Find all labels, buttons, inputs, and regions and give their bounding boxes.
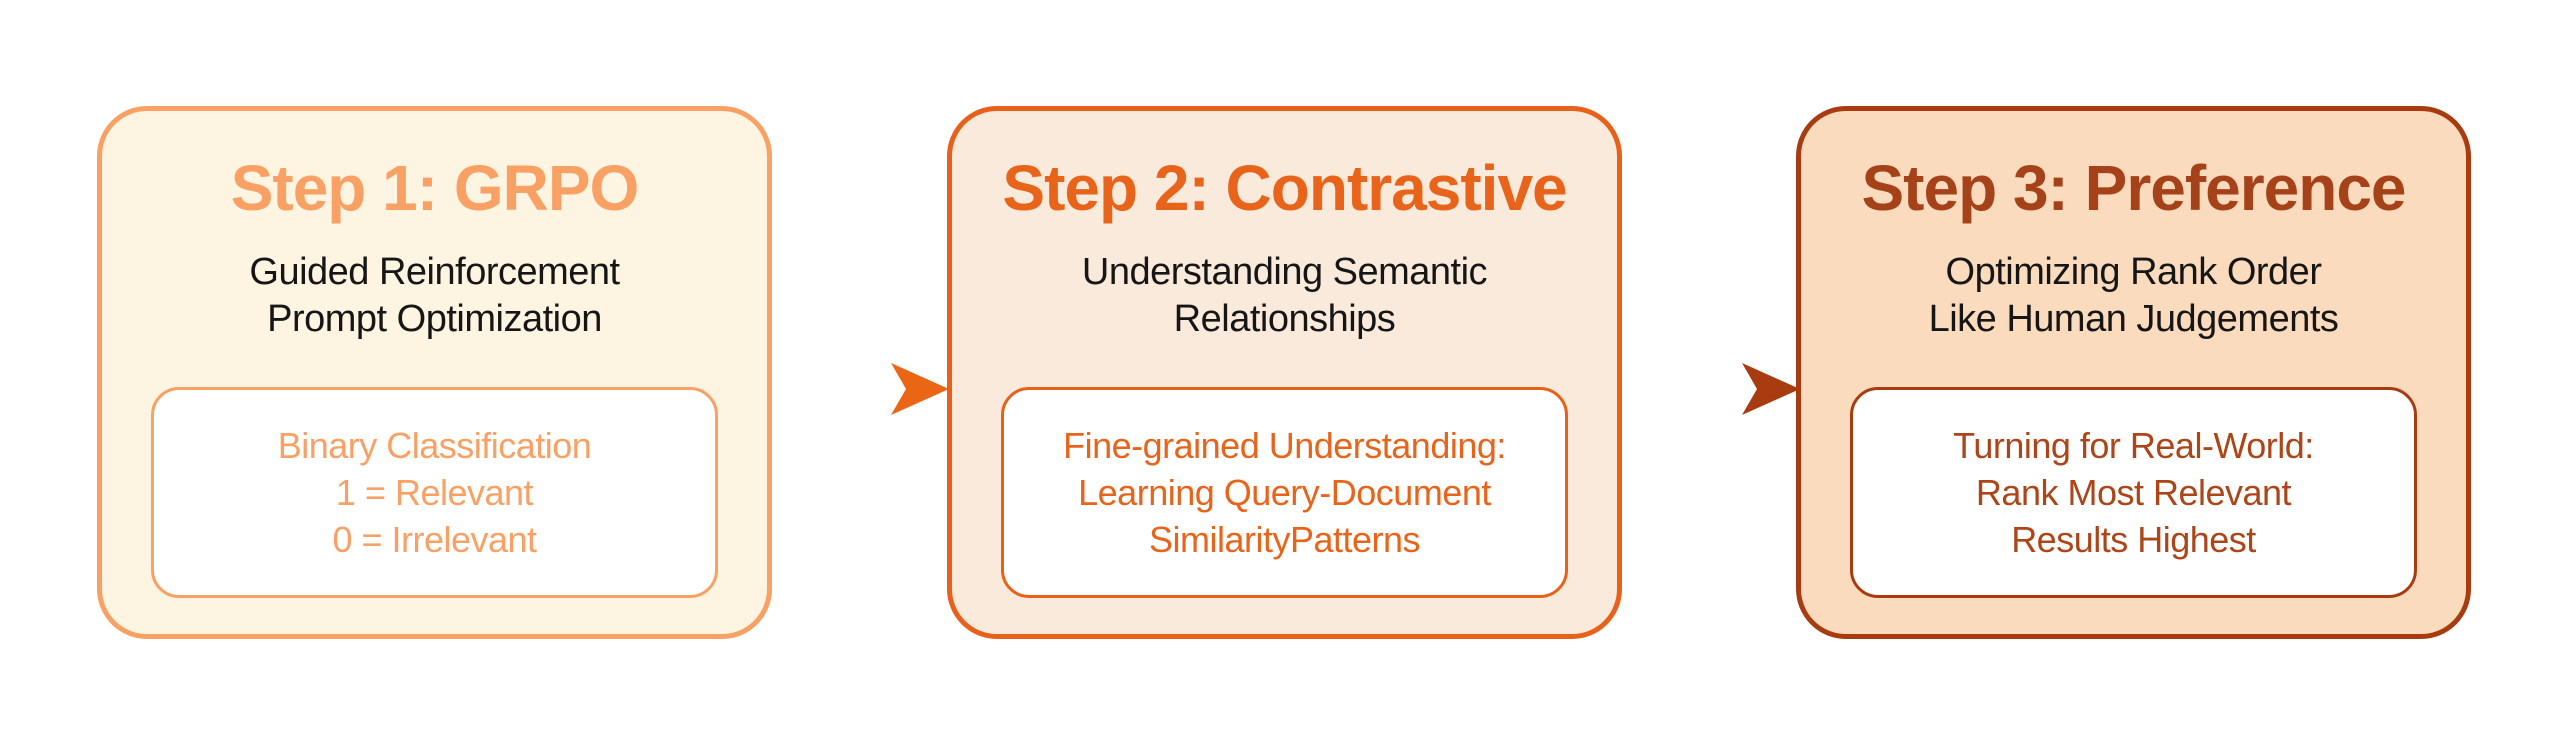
step-1-title: Step 1: GRPO — [230, 152, 640, 224]
step-1-box: Step 1: GRPO Guided Reinforcement Prompt… — [97, 106, 772, 639]
step-2-subtitle: Understanding Semantic Relationships — [1081, 250, 1488, 340]
step-3-title: Step 3: Preference — [1861, 152, 2406, 224]
step-2-box: Step 2: Contrastive Understanding Semant… — [947, 106, 1622, 639]
step-2-detail-text: Fine-grained Understanding: Learning Que… — [1063, 425, 1506, 560]
step-2-detail-box: Fine-grained Understanding: Learning Que… — [1001, 387, 1568, 598]
step-3-box: Step 3: Preference Optimizing Rank Order… — [1796, 106, 2471, 639]
step-1-detail-text: Binary Classification 1 = Relevant 0 = I… — [277, 425, 592, 560]
step-3-subtitle: Optimizing Rank Order Like Human Judgeme… — [1928, 250, 2339, 340]
step-3-detail-text: Turning for Real-World: Rank Most Releva… — [1953, 425, 2314, 560]
step-3-detail-box: Turning for Real-World: Rank Most Releva… — [1850, 387, 2417, 598]
arrow-step1-to-step2-icon — [769, 363, 949, 415]
arrow-step2-to-step3-icon — [1620, 363, 1800, 415]
step-1-detail-box: Binary Classification 1 = Relevant 0 = I… — [151, 387, 718, 598]
step-2-title: Step 2: Contrastive — [1002, 152, 1567, 224]
step-1-subtitle: Guided Reinforcement Prompt Optimization — [249, 250, 620, 340]
